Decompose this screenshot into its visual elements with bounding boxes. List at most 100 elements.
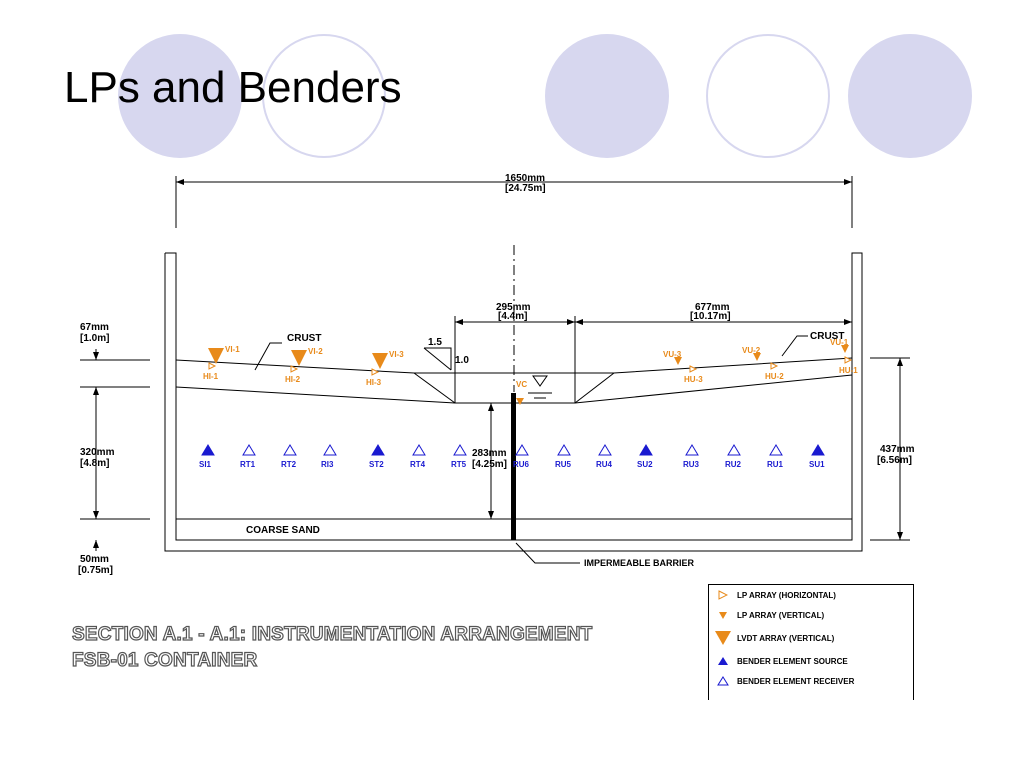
lp-vertical-label: VU-1	[830, 338, 849, 347]
channel-dim-m: [4.4m]	[498, 311, 527, 322]
bender-label: SU1	[809, 460, 825, 469]
bender-source-icon	[639, 444, 653, 456]
large-down-triangle-icon	[709, 630, 737, 646]
bender-receiver-icon	[242, 444, 256, 456]
decor-circle-1	[118, 34, 242, 158]
bender-label: RI3	[321, 460, 334, 469]
base-dim-m: [0.75m]	[78, 565, 113, 576]
bender-label: RU1	[767, 460, 784, 469]
bender-label: RT2	[281, 460, 297, 469]
lp-vertical-label: VI-1	[225, 345, 240, 354]
legend-row: BENDER ELEMENT RECEIVER	[709, 671, 913, 691]
center-depth-mm: 283mm	[472, 448, 507, 459]
right-depth-mm: 437mm	[880, 444, 915, 455]
bender-source-icon	[371, 444, 385, 456]
legend: LP ARRAY (HORIZONTAL) LP ARRAY (VERTICAL…	[708, 584, 914, 700]
lp-horizontal-marker-icon	[844, 356, 853, 364]
bender-label: RU4	[596, 460, 613, 469]
lp-horizontal-label: HU-1	[839, 366, 858, 375]
slide-title: LPs and Benders	[64, 63, 402, 112]
lp-vertical-label: VI-3	[389, 350, 404, 359]
coarse-sand-label: COARSE SAND	[246, 525, 320, 536]
bender-label: RU3	[683, 460, 700, 469]
lp-vertical-marker-icon	[753, 353, 761, 361]
decor-circle-3	[545, 34, 669, 158]
legend-row: LP ARRAY (HORIZONTAL)	[709, 585, 913, 605]
channel-slope-right	[574, 372, 615, 404]
decor-circle-5	[848, 34, 972, 158]
lp-horizontal-label: HI-2	[285, 375, 301, 384]
lp-vertical-label: VU-3	[663, 350, 682, 359]
legend-label: BENDER ELEMENT SOURCE	[737, 656, 848, 666]
channel-dim-mm: 295mm	[496, 302, 531, 313]
crust-right-leader	[781, 335, 808, 357]
bender-label: SI1	[199, 460, 212, 469]
bender-label: RU5	[555, 460, 572, 469]
lp-vertical-label: VU-2	[742, 346, 761, 355]
legend-label: LP ARRAY (HORIZONTAL)	[737, 590, 836, 600]
lp-horizontal-marker-icon	[689, 365, 698, 373]
width-dim-mm: 1650mm	[505, 173, 545, 184]
channel-slope-left	[413, 372, 456, 404]
caption-line-2: FSB-01 CONTAINER	[71, 650, 258, 671]
lp-horizontal-marker-icon	[371, 368, 380, 376]
slope-indicator	[424, 347, 452, 370]
bender-label: SU2	[637, 460, 653, 469]
legend-label: LVDT ARRAY (VERTICAL)	[737, 633, 835, 643]
lp-horizontal-label: HU-2	[765, 372, 784, 381]
vc-label: VC	[516, 380, 527, 389]
right-span-mm: 677mm	[695, 302, 730, 313]
lp-horizontal-label: HI-1	[203, 372, 219, 381]
legend-label: BENDER ELEMENT RECEIVER	[737, 676, 855, 686]
crust-label-right: CRUST	[810, 331, 844, 342]
lp-vertical-marker-icon	[372, 353, 388, 369]
crust-dim-mm: 67mm	[80, 322, 109, 333]
bender-label: RT5	[451, 460, 467, 469]
vc-marker-icon	[516, 398, 524, 405]
left-depth-mm: 320mm	[80, 447, 115, 458]
barrier-label: IMPERMEABLE BARRIER	[584, 558, 695, 568]
legend-row: LVDT ARRAY (VERTICAL)	[709, 625, 913, 651]
bender-receiver-icon	[557, 444, 571, 456]
crust-label-left: CRUST	[287, 333, 321, 344]
lp-vertical-marker-icon	[841, 345, 849, 353]
lp-vertical-marker-icon	[208, 348, 224, 364]
bender-receiver-icon	[283, 444, 297, 456]
bender-label: RT1	[240, 460, 256, 469]
legend-row: LP ARRAY (VERTICAL)	[709, 605, 913, 625]
lp-horizontal-label: HU-3	[684, 375, 703, 384]
bender-receiver-icon	[323, 444, 337, 456]
legend-row: BENDER ELEMENT SOURCE	[709, 651, 913, 671]
slope-v-label: 1.0	[455, 355, 469, 366]
bender-label: RU6	[513, 460, 530, 469]
decor-circle-2	[262, 34, 386, 158]
hollow-up-triangle-icon	[709, 676, 737, 686]
bender-source-icon	[811, 444, 825, 456]
bender-source-icon	[201, 444, 215, 456]
small-down-triangle-icon	[709, 610, 737, 620]
hollow-right-triangle-icon	[709, 590, 737, 600]
bender-receiver-icon	[685, 444, 699, 456]
decor-circle-4	[706, 34, 830, 158]
bender-receiver-icon	[453, 444, 467, 456]
lp-horizontal-marker-icon	[770, 362, 779, 370]
width-dim-m: [24.75m]	[505, 183, 546, 194]
left-depth-m: [4.8m]	[80, 458, 109, 469]
legend-label: LP ARRAY (VERTICAL)	[737, 610, 825, 620]
center-depth-m: [4.25m]	[472, 459, 507, 470]
bender-receiver-icon	[412, 444, 426, 456]
bender-receiver-icon	[598, 444, 612, 456]
bender-label: ST2	[369, 460, 384, 469]
lp-vertical-label: VI-2	[308, 347, 323, 356]
lp-vertical-marker-icon	[674, 357, 682, 365]
caption-line-1: SECTION A.1 - A.1: INSTRUMENTATION ARRAN…	[71, 624, 593, 645]
container-outline	[164, 252, 863, 552]
right-span-m: [10.17m]	[690, 311, 731, 322]
lp-horizontal-marker-icon	[290, 365, 299, 373]
lp-vertical-marker-icon	[291, 350, 307, 366]
water-level-icon	[532, 375, 548, 387]
filled-up-triangle-icon	[709, 656, 737, 666]
bender-receiver-icon	[727, 444, 741, 456]
crust-left-leader	[254, 342, 282, 371]
